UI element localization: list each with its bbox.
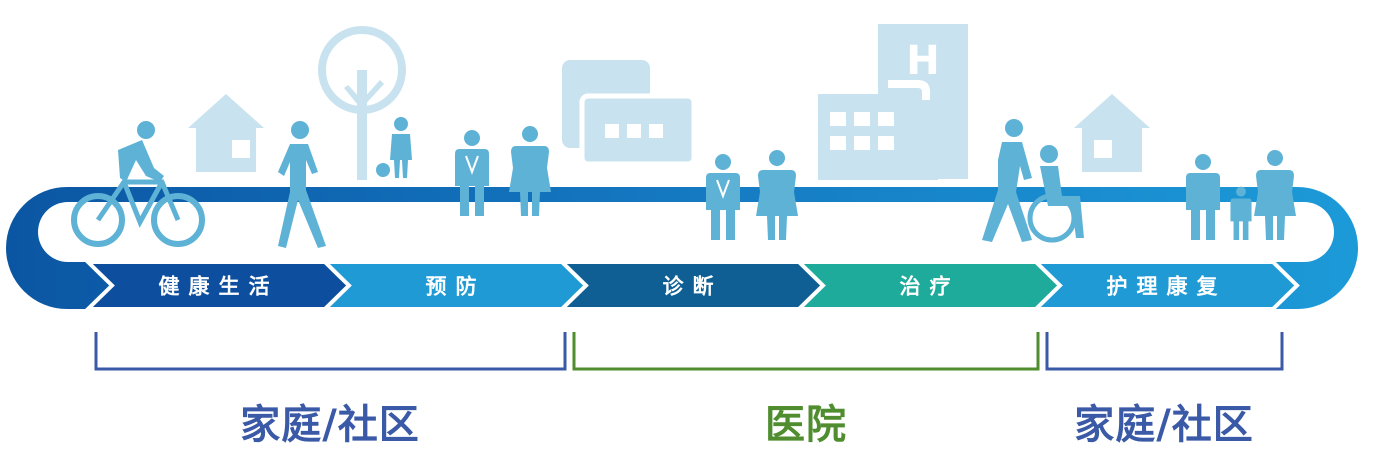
- bracket-hospital: [572, 332, 1040, 371]
- doctor-icon: [455, 130, 489, 216]
- walking-person-icon: [278, 121, 326, 248]
- caregiver-with-wheelchair-icon: [982, 119, 1084, 243]
- stage-label: 治疗: [900, 275, 960, 299]
- cyclist-icon: [71, 121, 205, 247]
- stage-chevrons: 健康生活 预防 诊断 治疗 护理康复: [83, 260, 1300, 311]
- group-label-home-community: 家庭/社区: [240, 402, 420, 448]
- stage-label: 诊断: [663, 275, 723, 299]
- stage-label: 预防: [426, 275, 486, 299]
- clinic-building-icon: [562, 60, 697, 167]
- child-with-ball-icon: [376, 117, 412, 178]
- bracket-home-community-right: [1045, 332, 1284, 371]
- tree-icon: [318, 26, 406, 180]
- house-icon: [1074, 94, 1150, 172]
- stage-label: 健康生活: [159, 275, 279, 299]
- svg-text:H: H: [906, 38, 939, 84]
- group-label-home-community: 家庭/社区: [1074, 402, 1254, 448]
- bracket-home-community-left: [94, 332, 567, 371]
- doctor-icon: [706, 154, 740, 240]
- hospital-icon: H: [818, 24, 968, 180]
- stage-chevron: [1031, 260, 1300, 311]
- stage-label: 护理康复: [1107, 275, 1227, 299]
- house-icon: [188, 94, 264, 172]
- group-label-hospital: 医院: [765, 402, 847, 448]
